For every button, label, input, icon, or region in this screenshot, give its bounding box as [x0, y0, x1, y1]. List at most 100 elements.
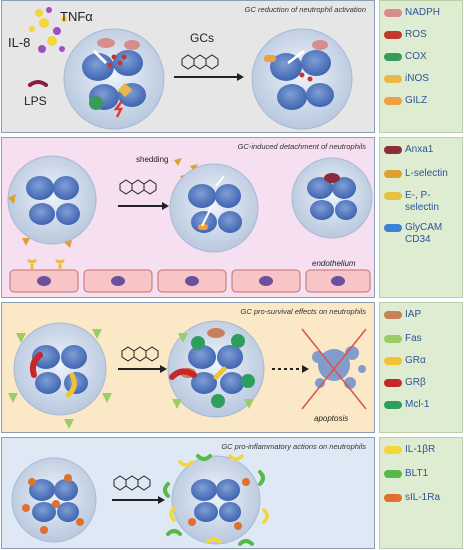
neutrophil-cell [11, 457, 97, 543]
lightning-icon [113, 100, 124, 118]
iap-icon [384, 311, 402, 319]
legend-item: BLT1 [384, 468, 428, 480]
legend-proinflammatory: IL-1βR BLT1 sIL-1Ra [379, 437, 463, 549]
legend-label: IL-1βR [405, 444, 436, 455]
selectin-icon [26, 258, 66, 270]
mcl1-icon [191, 334, 255, 408]
steroid-icon [121, 346, 159, 362]
shedding-label: shedding [136, 155, 168, 164]
legend-label: ROS [405, 29, 427, 40]
neutrophil-cell [13, 322, 107, 416]
il8-label: IL-8 [8, 35, 30, 50]
legend-item: COX [384, 51, 427, 63]
legend-label: sIL-1Ra [405, 492, 441, 503]
glycam-icon [384, 224, 402, 232]
legend-label: Fas [405, 333, 422, 344]
cox-icon [89, 96, 103, 110]
il1br-icon [169, 454, 269, 544]
ros-icon [384, 31, 402, 39]
ros-icon [107, 54, 127, 68]
inhibition-arrow [287, 50, 305, 64]
il1br-icon [384, 446, 402, 454]
steroid-icon [181, 54, 219, 70]
gilz-icon [384, 97, 402, 105]
neutrophil-cell-treated [171, 455, 261, 545]
gr-alpha-icon [65, 372, 77, 398]
activation-diagram: TNFα IL-8 LPS GCs [8, 7, 353, 130]
survival-diagram: apoptosis [8, 320, 367, 429]
legend-item: sIL-1Ra [384, 492, 440, 504]
neutrophil-cell-treated [251, 28, 353, 130]
anxa1-icon [324, 173, 340, 183]
gilz-icon [264, 55, 276, 62]
cross-icon [301, 328, 367, 410]
l-selectin-icon [384, 170, 402, 178]
anxa1-icon [384, 146, 402, 154]
activation-arrow [92, 49, 108, 65]
neutrophil-cell [7, 155, 97, 245]
cox-icon [384, 53, 402, 61]
apoptosis-label: apoptosis [314, 414, 348, 423]
panel-detachment: GC-induced detachment of neutrophils she… [1, 137, 375, 298]
legend-label: Mcl-1 [405, 399, 430, 410]
legend-label: COX [405, 51, 427, 62]
lps-label: LPS [24, 94, 47, 108]
gr-beta-icon [169, 368, 197, 380]
cytokine-dots [29, 7, 67, 53]
neutrophil-cell-treated [169, 163, 259, 253]
legend-item: NADPH [384, 7, 440, 19]
panel-title: GC pro-survival effects on neutrophils [240, 307, 366, 316]
sil1ra-icon [384, 494, 402, 502]
nadph-icon [384, 9, 402, 17]
legend-label: E-, P- selectin [405, 190, 439, 213]
gilz-icon [198, 224, 208, 230]
legend-label: GILZ [405, 95, 428, 106]
panel-title: GC pro-inflammatory actions on neutrophi… [221, 442, 366, 451]
panel-title: GC-induced detachment of neutrophils [237, 142, 366, 151]
selectin-icon [384, 192, 402, 200]
fas-icon [8, 329, 112, 429]
legend-item: L-selectin [384, 168, 448, 180]
gcs-label: GCs [190, 31, 214, 45]
nadph-icon [312, 40, 328, 50]
endothelium-label: endothelium [312, 259, 356, 268]
tnf-label: TNFα [60, 9, 93, 24]
legend-label: Anxa1 [405, 144, 434, 155]
blt1-icon [384, 470, 402, 478]
steroid-icon [113, 475, 151, 491]
legend-item: GILZ [384, 95, 427, 107]
fas-icon [384, 335, 402, 343]
lps-icon [28, 80, 48, 87]
mcl1-icon [384, 401, 402, 409]
panel-activation: GC reduction of neutrophil activation TN… [1, 0, 375, 133]
legend-label: GlyCAM CD34 [405, 222, 443, 245]
legend-item: IAP [384, 309, 421, 321]
sil1ra-icon [22, 474, 84, 534]
neutrophil-cell-attached [291, 157, 373, 239]
legend-item: ROS [384, 29, 427, 41]
sil1ra-icon [188, 478, 250, 530]
panel-proinflammatory: GC pro-inflammatory actions on neutrophi… [1, 437, 375, 549]
legend-item: IL-1βR [384, 444, 435, 456]
legend-item: Anxa1 [384, 144, 433, 156]
l-selectin-icon [8, 194, 72, 248]
legend-item: GRα [384, 355, 426, 367]
legend-label: L-selectin [405, 168, 448, 179]
gr-beta-icon [384, 379, 402, 387]
legend-label: NADPH [405, 7, 441, 18]
legend-label: IAP [405, 309, 422, 320]
legend-item: GlyCAM CD34 [384, 222, 442, 246]
gr-alpha-icon [384, 357, 402, 365]
shedding-arrow [201, 175, 225, 227]
ros-icon [299, 72, 313, 82]
apoptotic-cell [312, 346, 366, 389]
inos-icon [384, 75, 402, 83]
legend-item: GRβ [384, 377, 426, 389]
gr-alpha-icon [213, 366, 227, 380]
panel-title: GC reduction of neutrophil activation [244, 5, 366, 14]
fas-icon [172, 333, 254, 409]
blt1-icon [163, 454, 265, 546]
legend-label: GRα [405, 355, 426, 366]
